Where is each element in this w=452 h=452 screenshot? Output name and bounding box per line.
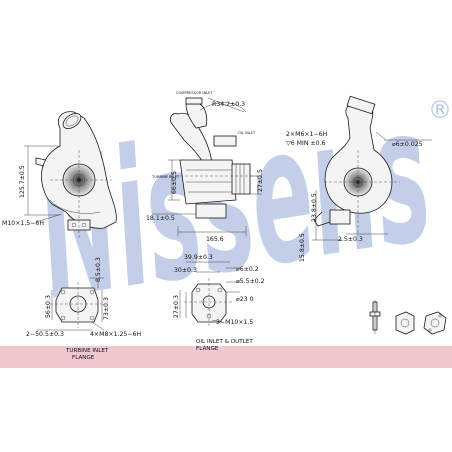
- turbine-inlet-flange: [36, 277, 106, 331]
- dim-turbine-top: 8.5±0.3: [95, 257, 102, 282]
- dim-oil-thread: 3−M10×1.5: [216, 319, 253, 326]
- dim-oil-bolt-hole: ⌀6±0.2: [236, 266, 259, 273]
- label-compressor-inlet: COMPRESSOR INLET: [176, 91, 213, 95]
- dim-right-offset-a: 23.8±0.5: [311, 193, 318, 222]
- dim-oil-spacing: 30±0.3: [174, 267, 197, 274]
- caption-turbine-flange-1: TURBINE INLET: [65, 348, 109, 354]
- dim-turbine-left: 56±0.3: [45, 295, 52, 318]
- right-view-turbocharger: [312, 95, 432, 241]
- dim-oil-top-width: 39.9±0.3: [184, 254, 213, 261]
- registered-mark: ®: [428, 96, 452, 124]
- accessory-parts: [369, 300, 447, 335]
- dim-right-offset-b: 2.5±0.3: [338, 236, 363, 243]
- center-view-turbocharger: [152, 97, 262, 236]
- dim-center-offset: 18.1±0.5: [146, 215, 175, 222]
- caption-oil-flange-1: OIL INLET & OUTLET: [196, 339, 253, 345]
- dim-left-thread: M10×1.5−6H: [2, 220, 44, 227]
- caption-turbine-flange-2: FLANGE: [72, 355, 95, 361]
- dim-center-width: 165.6: [206, 236, 224, 243]
- dim-turbine-right: 73±0.3: [103, 297, 110, 320]
- dim-left-height: 125.7±0.5: [19, 165, 26, 198]
- dim-turbine-thread: 4×M8×1.25−6H: [90, 331, 141, 338]
- dim-right-depth: ▽6 MIN ±0.6: [286, 140, 326, 147]
- pink-band: [0, 346, 452, 368]
- dim-right-thread: 2×M6×1−6H: [286, 131, 328, 138]
- dim-oil-pitch: ⌀5.5±0.2: [236, 278, 265, 285]
- dim-oil-height: 27±0.3: [173, 295, 180, 318]
- dim-oil-bore: ⌀23 0: [236, 296, 254, 303]
- dim-right-bore: ⌀6±0.025: [392, 141, 423, 148]
- oil-inlet-outlet-flange: [179, 261, 240, 328]
- dim-center-right-height: 27±0.5: [257, 169, 264, 192]
- dim-right-height: 15.8±0.5: [299, 233, 306, 262]
- left-view-turbocharger: [24, 111, 117, 240]
- label-turbine-inlet: TURBINE INLET: [151, 175, 180, 179]
- dim-center-radius: R34.2±0.3: [212, 101, 245, 108]
- dim-turbine-bottom: 2−50.5±0.3: [26, 331, 64, 338]
- label-oil-inlet: OIL INLET: [238, 131, 256, 135]
- dim-center-height: 66±0.5: [171, 171, 178, 194]
- caption-oil-flange-2: FLANGE: [196, 346, 219, 352]
